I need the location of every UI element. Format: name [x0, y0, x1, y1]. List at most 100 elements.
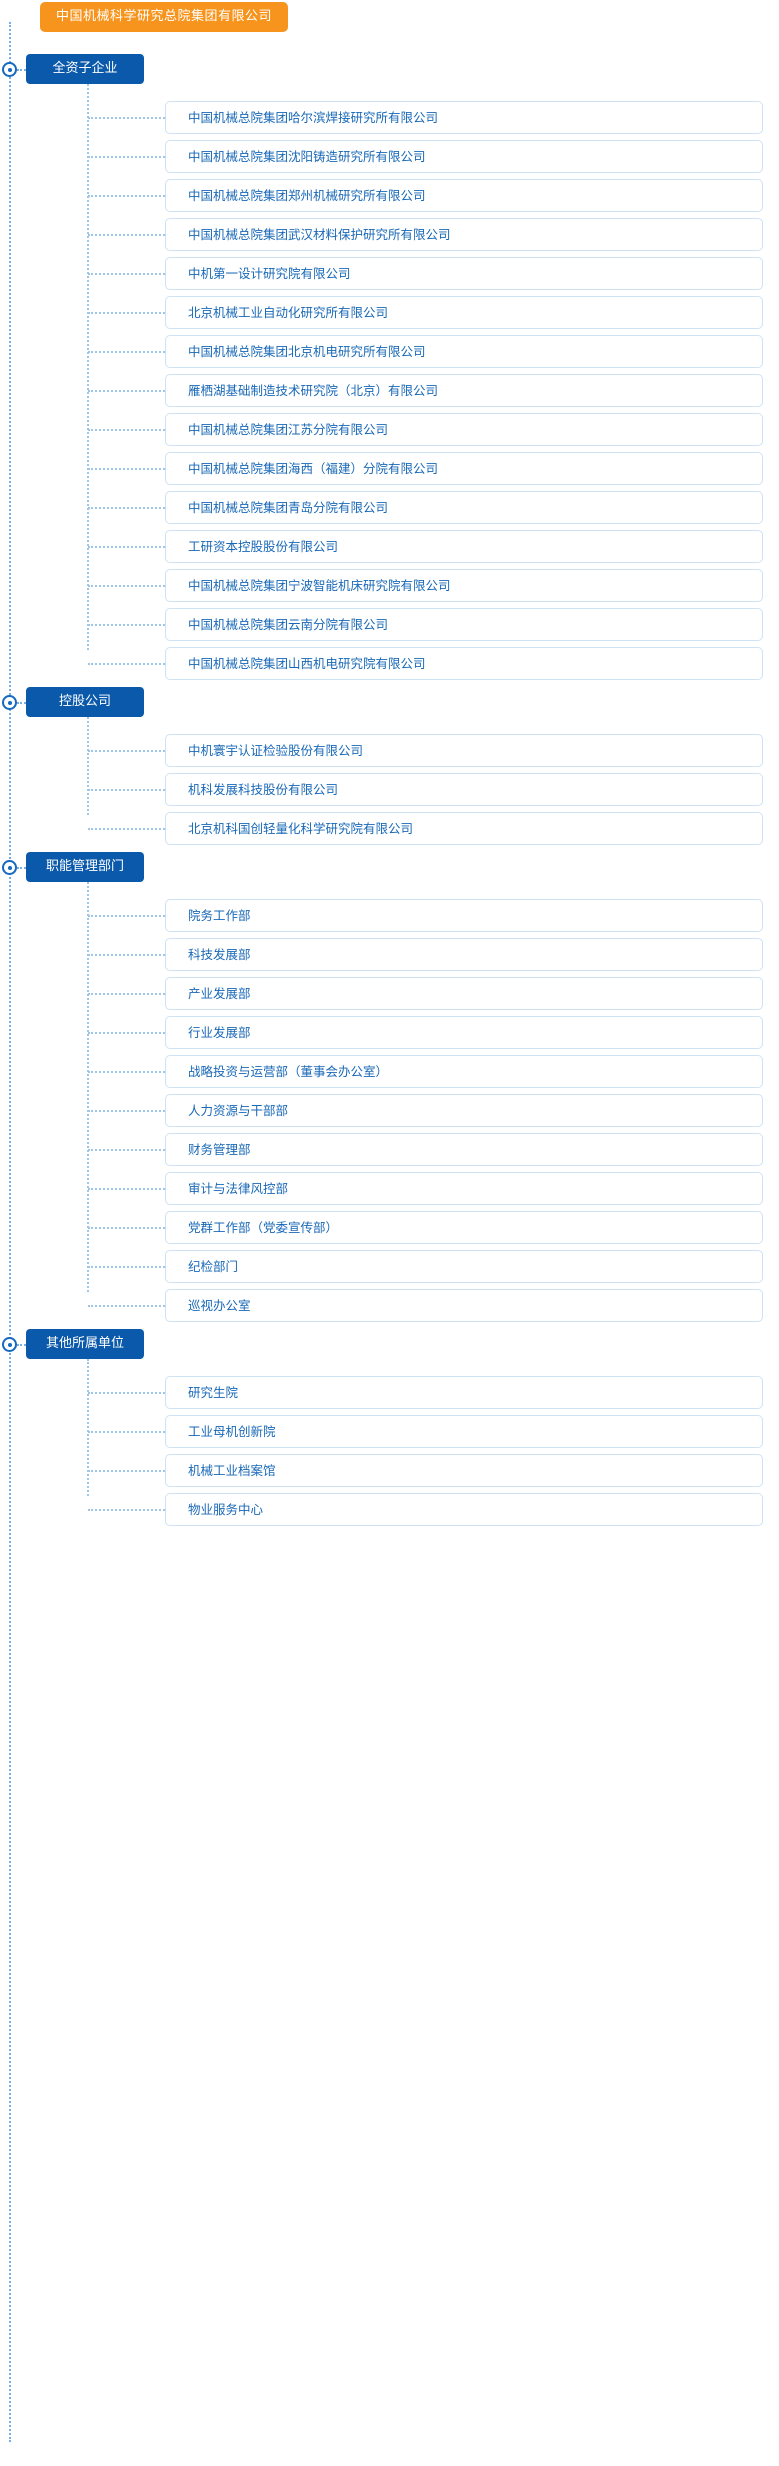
section-connector-line	[17, 702, 26, 704]
item-connector-line	[88, 663, 165, 665]
item-connector-line	[88, 1188, 165, 1190]
org-item-box[interactable]: 审计与法律风控部	[165, 1172, 763, 1205]
org-item-row: 物业服务中心	[0, 1490, 779, 1529]
org-item-box[interactable]: 物业服务中心	[165, 1493, 763, 1526]
org-item-box[interactable]: 工业母机创新院	[165, 1415, 763, 1448]
item-connector-line	[88, 468, 165, 470]
org-section: 其他所属单位研究生院工业母机创新院机械工业档案馆物业服务中心	[0, 1325, 779, 1529]
section-connector-line	[17, 1344, 26, 1346]
item-connector-line	[88, 195, 165, 197]
node-bullet-icon	[2, 860, 17, 875]
item-connector-line	[88, 1032, 165, 1034]
org-item-box[interactable]: 中国机械总院集团山西机电研究院有限公司	[165, 647, 763, 680]
node-bullet-icon	[2, 695, 17, 710]
org-item-box[interactable]: 机械工业档案馆	[165, 1454, 763, 1487]
org-item-box[interactable]: 党群工作部（党委宣传部）	[165, 1211, 763, 1244]
org-item-row: 人力资源与干部部	[0, 1091, 779, 1130]
item-connector-line	[88, 1266, 165, 1268]
org-item-row: 巡视办公室	[0, 1286, 779, 1325]
section-header: 全资子企业	[0, 50, 779, 98]
item-connector-line	[88, 624, 165, 626]
section-header: 其他所属单位	[0, 1325, 779, 1373]
org-item-row: 机科发展科技股份有限公司	[0, 770, 779, 809]
org-section: 职能管理部门院务工作部科技发展部产业发展部行业发展部战略投资与运营部（董事会办公…	[0, 848, 779, 1325]
org-item-box[interactable]: 北京机科国创轻量化科学研究院有限公司	[165, 812, 763, 845]
section-item-list: 中机寰宇认证检验股份有限公司机科发展科技股份有限公司北京机科国创轻量化科学研究院…	[0, 717, 779, 848]
org-item-box[interactable]: 中国机械总院集团青岛分院有限公司	[165, 491, 763, 524]
org-item-box[interactable]: 巡视办公室	[165, 1289, 763, 1322]
org-item-row: 中国机械总院集团沈阳铸造研究所有限公司	[0, 137, 779, 176]
org-item-row: 行业发展部	[0, 1013, 779, 1052]
item-connector-line	[88, 1470, 165, 1472]
section-category-button[interactable]: 全资子企业	[26, 54, 144, 84]
org-item-row: 中国机械总院集团海西（福建）分院有限公司	[0, 449, 779, 488]
section-item-list: 中国机械总院集团哈尔滨焊接研究所有限公司中国机械总院集团沈阳铸造研究所有限公司中…	[0, 84, 779, 683]
org-item-row: 中国机械总院集团哈尔滨焊接研究所有限公司	[0, 98, 779, 137]
section-branch-line	[87, 717, 89, 815]
root-organization-node[interactable]: 中国机械科学研究总院集团有限公司	[40, 2, 289, 32]
org-item-box[interactable]: 财务管理部	[165, 1133, 763, 1166]
org-item-row: 中国机械总院集团宁波智能机床研究院有限公司	[0, 566, 779, 605]
org-item-box[interactable]: 中国机械总院集团北京机电研究所有限公司	[165, 335, 763, 368]
org-item-box[interactable]: 研究生院	[165, 1376, 763, 1409]
org-item-row: 战略投资与运营部（董事会办公室）	[0, 1052, 779, 1091]
org-item-box[interactable]: 工研资本控股股份有限公司	[165, 530, 763, 563]
node-bullet-icon	[2, 1337, 17, 1352]
item-connector-line	[88, 915, 165, 917]
section-category-button[interactable]: 职能管理部门	[26, 852, 144, 882]
org-item-box[interactable]: 行业发展部	[165, 1016, 763, 1049]
org-item-row: 党群工作部（党委宣传部）	[0, 1208, 779, 1247]
org-item-row: 审计与法律风控部	[0, 1169, 779, 1208]
section-category-button[interactable]: 控股公司	[26, 687, 144, 717]
org-item-box[interactable]: 中国机械总院集团云南分院有限公司	[165, 608, 763, 641]
org-item-box[interactable]: 中国机械总院集团宁波智能机床研究院有限公司	[165, 569, 763, 602]
item-connector-line	[88, 954, 165, 956]
org-item-box[interactable]: 战略投资与运营部（董事会办公室）	[165, 1055, 763, 1088]
item-connector-line	[88, 1227, 165, 1229]
org-item-row: 纪检部门	[0, 1247, 779, 1286]
item-connector-line	[88, 1392, 165, 1394]
section-item-list: 研究生院工业母机创新院机械工业档案馆物业服务中心	[0, 1359, 779, 1529]
org-item-box[interactable]: 中机第一设计研究院有限公司	[165, 257, 763, 290]
org-item-box[interactable]: 中国机械总院集团武汉材料保护研究所有限公司	[165, 218, 763, 251]
org-item-box[interactable]: 院务工作部	[165, 899, 763, 932]
org-item-box[interactable]: 雁栖湖基础制造技术研究院（北京）有限公司	[165, 374, 763, 407]
org-item-box[interactable]: 中国机械总院集团哈尔滨焊接研究所有限公司	[165, 101, 763, 134]
org-item-row: 中机第一设计研究院有限公司	[0, 254, 779, 293]
org-item-row: 研究生院	[0, 1373, 779, 1412]
org-item-row: 雁栖湖基础制造技术研究院（北京）有限公司	[0, 371, 779, 410]
org-item-box[interactable]: 中国机械总院集团海西（福建）分院有限公司	[165, 452, 763, 485]
org-item-row: 中机寰宇认证检验股份有限公司	[0, 731, 779, 770]
org-item-box[interactable]: 中机寰宇认证检验股份有限公司	[165, 734, 763, 767]
item-connector-line	[88, 828, 165, 830]
item-connector-line	[88, 390, 165, 392]
section-branch-line	[87, 84, 89, 650]
org-item-box[interactable]: 产业发展部	[165, 977, 763, 1010]
item-connector-line	[88, 351, 165, 353]
org-item-box[interactable]: 中国机械总院集团沈阳铸造研究所有限公司	[165, 140, 763, 173]
org-item-box[interactable]: 中国机械总院集团郑州机械研究所有限公司	[165, 179, 763, 212]
org-item-row: 工研资本控股股份有限公司	[0, 527, 779, 566]
item-connector-line	[88, 429, 165, 431]
org-item-box[interactable]: 科技发展部	[165, 938, 763, 971]
main-vertical-connector	[9, 22, 11, 2442]
section-header: 控股公司	[0, 683, 779, 731]
section-branch-line	[87, 882, 89, 1292]
org-item-row: 中国机械总院集团江苏分院有限公司	[0, 410, 779, 449]
org-item-row: 中国机械总院集团郑州机械研究所有限公司	[0, 176, 779, 215]
org-item-box[interactable]: 人力资源与干部部	[165, 1094, 763, 1127]
org-item-box[interactable]: 中国机械总院集团江苏分院有限公司	[165, 413, 763, 446]
org-item-box[interactable]: 机科发展科技股份有限公司	[165, 773, 763, 806]
item-connector-line	[88, 117, 165, 119]
item-connector-line	[88, 234, 165, 236]
org-item-box[interactable]: 北京机械工业自动化研究所有限公司	[165, 296, 763, 329]
item-connector-line	[88, 789, 165, 791]
org-item-box[interactable]: 纪检部门	[165, 1250, 763, 1283]
section-branch-line	[87, 1359, 89, 1496]
section-category-button[interactable]: 其他所属单位	[26, 1329, 144, 1359]
item-connector-line	[88, 585, 165, 587]
org-section: 全资子企业中国机械总院集团哈尔滨焊接研究所有限公司中国机械总院集团沈阳铸造研究所…	[0, 50, 779, 683]
org-item-row: 北京机科国创轻量化科学研究院有限公司	[0, 809, 779, 848]
item-connector-line	[88, 273, 165, 275]
